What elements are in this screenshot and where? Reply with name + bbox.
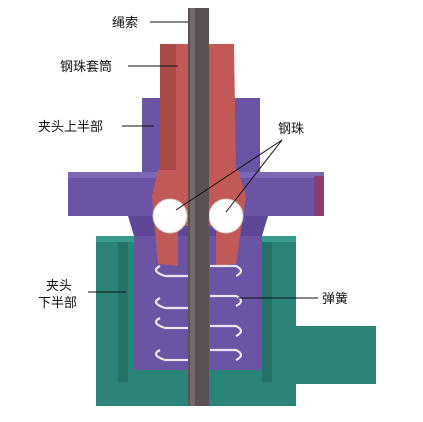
label-rope: 绳索	[112, 16, 138, 31]
label-clamp-upper: 夹头上半部	[38, 120, 103, 135]
spring	[154, 264, 243, 362]
spring-coil-4b	[210, 348, 243, 361]
clamp-lower-arm	[296, 326, 376, 384]
label-steel-ball: 钢珠	[278, 122, 304, 137]
label-spring: 弹簧	[322, 291, 348, 307]
clamp-lower-inner-wall-right	[262, 242, 272, 382]
spring-coil-3	[154, 317, 196, 330]
label-clamp-lower-line2: 下半部	[38, 296, 77, 311]
spring-coil-2	[154, 297, 196, 310]
label-clamp-lower-line1: 夹头	[46, 279, 72, 294]
leader-steel-ball-left	[175, 139, 283, 211]
clamp-lower-inner-wall-left	[118, 242, 128, 382]
spring-coil-1b	[210, 264, 243, 277]
spring-coil-1	[154, 265, 196, 278]
steel-ball-left	[152, 198, 188, 234]
label-ball-sleeve: 钢珠套筒	[60, 59, 112, 75]
ball-sleeve-shade	[160, 44, 176, 170]
steel-ball-right	[208, 198, 244, 234]
spring-coil-4	[154, 349, 196, 362]
clamp-upper-flange-side	[314, 176, 324, 216]
rope-highlight	[190, 8, 195, 406]
leader-steel-ball-right	[225, 139, 283, 213]
spring-coil-3b	[210, 324, 243, 337]
leader-lines	[88, 21, 318, 299]
spring-coil-2b	[210, 294, 243, 307]
